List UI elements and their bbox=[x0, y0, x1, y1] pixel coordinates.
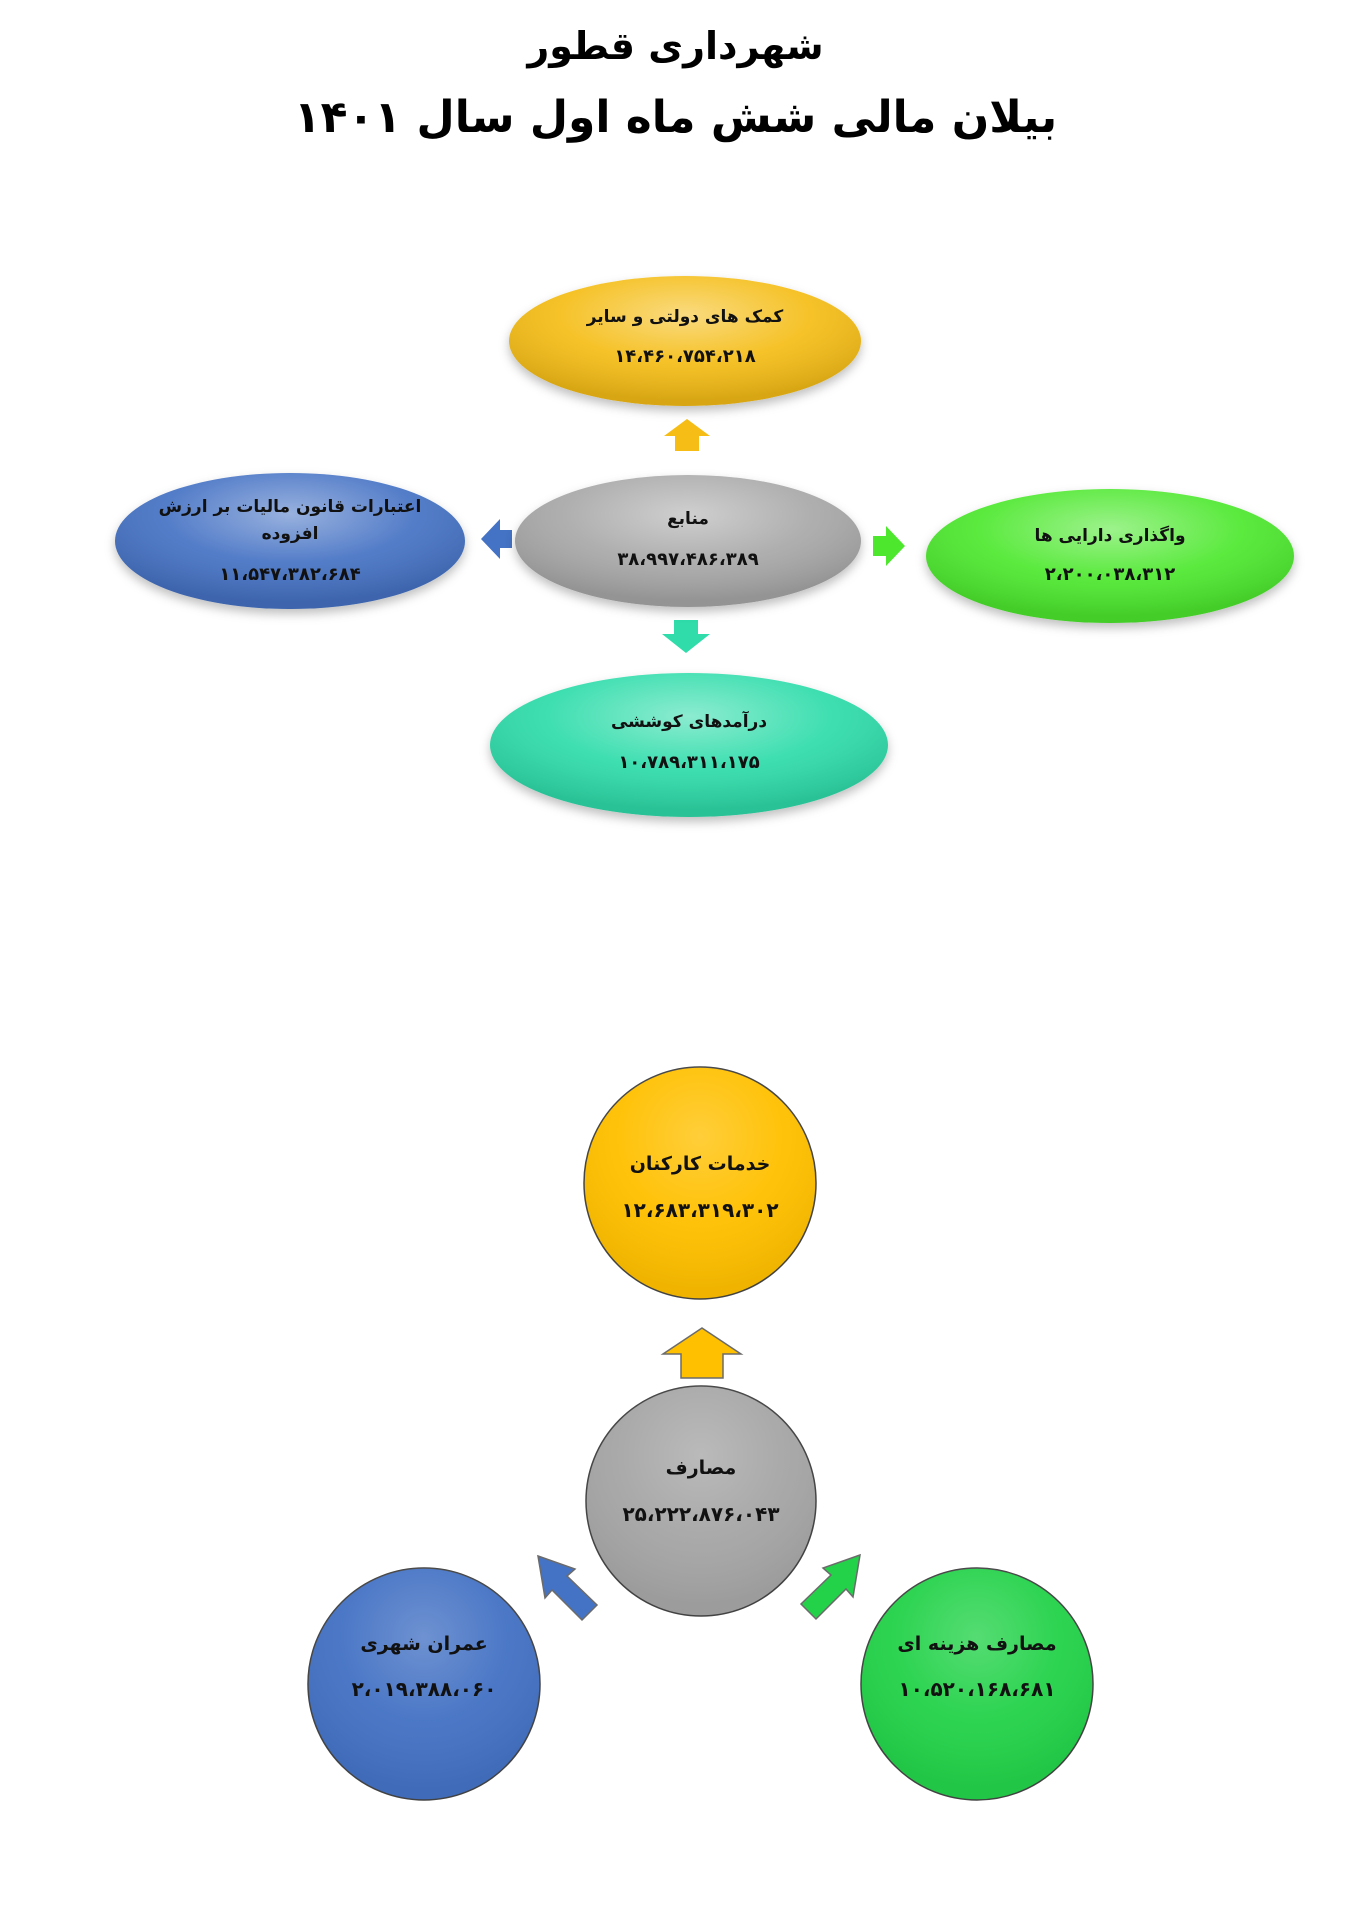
node-label: واگذاری دارایی ها bbox=[1034, 525, 1185, 546]
node-value: ۱۰،۷۸۹،۳۱۱،۱۷۵ bbox=[618, 752, 759, 773]
node-value: ۱۱،۵۴۷،۳۸۲،۶۸۴ bbox=[219, 564, 360, 585]
node-urban-development: عمران شهری ۲،۰۱۹،۳۸۸،۰۶۰ bbox=[307, 1567, 541, 1801]
node-label: مصارف bbox=[666, 1457, 737, 1479]
node-value: ۱۰،۵۲۰،۱۶۸،۶۸۱ bbox=[898, 1677, 1055, 1701]
arrow-down-left-icon bbox=[537, 1554, 599, 1622]
node-operating-costs: مصارف هزینه ای ۱۰،۵۲۰،۱۶۸،۶۸۱ bbox=[860, 1567, 1094, 1801]
node-label: کمک های دولتی و سایر bbox=[586, 307, 784, 327]
arrow-right-icon bbox=[873, 526, 905, 566]
node-label: مصارف هزینه ای bbox=[897, 1633, 1056, 1655]
node-value: ۲،۲۰۰،۰۳۸،۳۱۲ bbox=[1045, 564, 1175, 585]
node-earned-revenue: درآمدهای کوششی ۱۰،۷۸۹،۳۱۱،۱۷۵ bbox=[490, 673, 888, 817]
page-title: شهرداری قطور bbox=[527, 24, 824, 68]
node-expenses: مصارف ۲۵،۲۲۲،۸۷۶،۰۴۳ bbox=[585, 1385, 817, 1617]
node-value: ۲۵،۲۲۲،۸۷۶،۰۴۳ bbox=[622, 1502, 779, 1526]
node-label: منابع bbox=[667, 509, 709, 529]
node-value: ۳۸،۹۹۷،۴۸۶،۳۸۹ bbox=[617, 549, 758, 570]
node-label-line1: اعتبارات قانون مالیات بر ارزش bbox=[159, 497, 422, 517]
node-label: عمران شهری bbox=[360, 1633, 487, 1655]
node-vat-credits: اعتبارات قانون مالیات بر ارزش افزوده ۱۱،… bbox=[115, 473, 465, 609]
node-label: درآمدهای کوششی bbox=[611, 710, 767, 732]
node-label: خدمات کارکنان bbox=[630, 1153, 771, 1175]
node-label-line2: افزوده bbox=[262, 524, 319, 544]
arrow-down-icon bbox=[662, 620, 710, 653]
arrow-left-icon bbox=[481, 519, 512, 559]
node-asset-disposal: واگذاری دارایی ها ۲،۲۰۰،۰۳۸،۳۱۲ bbox=[926, 489, 1294, 623]
node-resources: منابع ۳۸،۹۹۷،۴۸۶،۳۸۹ bbox=[515, 475, 861, 607]
arrow-up-icon bbox=[664, 419, 710, 451]
node-staff-services: خدمات کارکنان ۱۲،۶۸۳،۳۱۹،۳۰۲ bbox=[583, 1066, 817, 1300]
node-value: ۱۲،۶۸۳،۳۱۹،۳۰۲ bbox=[621, 1198, 778, 1222]
node-government-aid: کمک های دولتی و سایر ۱۴،۴۶۰،۷۵۴،۲۱۸ bbox=[509, 276, 861, 406]
page-subtitle: بیلان مالی شش ماه اول سال ۱۴۰۱ bbox=[293, 92, 1058, 143]
arrow-down-right-icon bbox=[799, 1553, 861, 1621]
arrow-up-icon bbox=[660, 1327, 744, 1379]
node-value: ۲،۰۱۹،۳۸۸،۰۶۰ bbox=[352, 1677, 497, 1701]
node-value: ۱۴،۴۶۰،۷۵۴،۲۱۸ bbox=[614, 346, 755, 367]
